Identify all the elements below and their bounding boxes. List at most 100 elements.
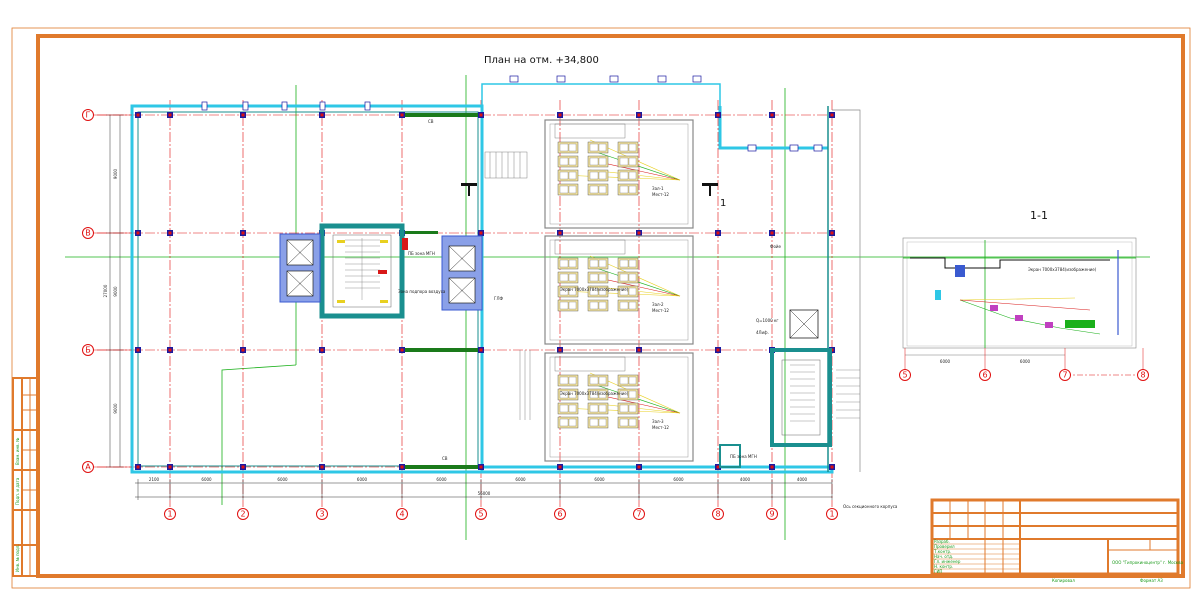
axis-col-bubble xyxy=(712,508,724,520)
column-core xyxy=(637,348,641,352)
hall-screen-label-3: Экран 7000х3784(изображение) xyxy=(560,391,629,396)
column-core xyxy=(479,348,483,352)
axis-col-label-8: 9 xyxy=(769,510,774,519)
column-core xyxy=(479,465,483,469)
column-core xyxy=(716,113,720,117)
column-core xyxy=(637,465,641,469)
section-screen-label: Экран 7000х3784(изображение) xyxy=(1028,267,1097,272)
label-door-bottom: СВ xyxy=(442,456,448,461)
section-dim-1: 6000 xyxy=(940,359,951,364)
corridor-stairs xyxy=(484,151,531,420)
facade-walls xyxy=(130,83,861,474)
column-core xyxy=(479,231,483,235)
stamp-format: Формат А3 xyxy=(1140,578,1163,583)
column-core xyxy=(716,465,720,469)
hall-screen-label-2: Экран 7000х3784(изображение) xyxy=(560,287,629,292)
column-core xyxy=(770,231,774,235)
column-core xyxy=(830,113,834,117)
label-door-top: СВ xyxy=(428,119,434,124)
label-pb-zone-2: ПБ зона МГН xyxy=(730,454,757,459)
axis-col-label-4: 5 xyxy=(478,510,483,519)
stamp-role-3: Т.контр. xyxy=(933,549,951,554)
column-core xyxy=(136,465,140,469)
axis-col-bubble xyxy=(237,508,249,520)
lift-shafts-left xyxy=(279,233,321,303)
axis-col-bubble xyxy=(766,508,778,520)
column-core xyxy=(637,231,641,235)
column-core xyxy=(479,113,483,117)
section-axis-label-2: 7 xyxy=(1062,371,1067,380)
dim-bottom-8: 4000 xyxy=(740,477,751,482)
stamp-copied: Копировал xyxy=(1052,578,1075,583)
axis-col-label-3: 4 xyxy=(399,510,404,519)
axis-col-bubble xyxy=(633,508,645,520)
axis-col-label-5: 6 xyxy=(557,510,562,519)
section-title: 1-1 xyxy=(1030,209,1048,222)
column-core xyxy=(136,348,140,352)
axis-col-bubble xyxy=(316,508,328,520)
column-core xyxy=(400,348,404,352)
column-core xyxy=(770,113,774,117)
axis-col-label-6: 7 xyxy=(636,510,641,519)
stamp-role-4: Нач. отд. xyxy=(934,554,953,559)
dim-left-total: 27000 xyxy=(103,284,108,297)
stamp-role-2: Проверил xyxy=(934,544,955,549)
axis-col-label-1: 2 xyxy=(240,510,245,519)
margin-label-replace: Взам. инв. № xyxy=(15,438,20,465)
dim-bottom-5: 6000 xyxy=(515,477,526,482)
column-core xyxy=(136,113,140,117)
section-axis-label-0: 5 xyxy=(902,371,907,380)
axis-col-label-9: 1 xyxy=(829,510,834,519)
label-lift: 4Лиф. xyxy=(756,330,769,335)
axis-col-label-2: 3 xyxy=(319,510,324,519)
hall-seats-2: Мест-12 xyxy=(652,308,669,313)
label-pb-zone: ПБ зона МГН xyxy=(408,251,435,256)
label-foyer: Фойе xyxy=(770,244,781,249)
central-stair-core xyxy=(319,223,408,319)
section-axis-label-3: 8 xyxy=(1140,371,1145,380)
axis-row-label-1: В xyxy=(85,229,91,238)
dim-bottom-4: 6000 xyxy=(436,477,447,482)
label-axis-note: Ось секционного корпуса xyxy=(843,504,898,509)
column-core xyxy=(830,465,834,469)
column-core xyxy=(558,231,562,235)
dim-bottom-6: 6000 xyxy=(594,477,605,482)
hall-seats-1: Мест-12 xyxy=(652,192,669,197)
stamp-role-5: Гл. инженер xyxy=(934,559,961,564)
column-core xyxy=(400,465,404,469)
outer-frame xyxy=(11,27,1191,589)
section-axis-bubble xyxy=(1059,369,1071,381)
column-core xyxy=(168,348,172,352)
stamp-role-7: ГИП xyxy=(934,569,942,574)
section-axis-bubble xyxy=(899,369,911,381)
column-core xyxy=(241,348,245,352)
column-core xyxy=(558,113,562,117)
axis-col-bubble xyxy=(826,508,838,520)
window-markers xyxy=(201,75,823,152)
margin-label-sign: Подп. и дата xyxy=(15,477,20,505)
partition-walls xyxy=(402,113,482,469)
plan-annotations: ПБ зона МГН Зона подпора воздуха ПБ зона… xyxy=(398,119,898,509)
column-core xyxy=(320,348,324,352)
green-construction-lines xyxy=(65,75,1150,540)
column-core xyxy=(558,465,562,469)
column-core xyxy=(168,231,172,235)
hall-name-1: Зал-1 xyxy=(652,186,664,191)
section-cut-markers: 1 xyxy=(461,183,726,209)
axis-col-bubble xyxy=(396,508,408,520)
dim-total: 56000 xyxy=(478,491,491,496)
column-core xyxy=(400,113,404,117)
dim-bottom-0: 2100 xyxy=(149,477,160,482)
axis-col-bubble xyxy=(554,508,566,520)
inner-frame xyxy=(36,34,1185,578)
axis-col-bubble xyxy=(475,508,487,520)
dim-bottom-7: 6000 xyxy=(673,477,684,482)
column-core xyxy=(168,465,172,469)
